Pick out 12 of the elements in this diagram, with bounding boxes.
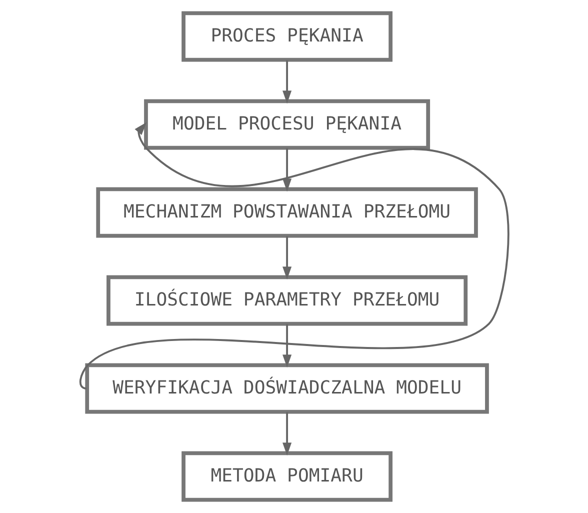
arrow [282, 148, 292, 192]
node-box: ILOŚCIOWE PARAMETRY PRZEŁOMU [106, 275, 468, 326]
node-box: WERYFIKACJA DOŚWIADCZALNA MODELU [84, 363, 488, 414]
node-box: METODA POMIARU [181, 451, 392, 502]
arrow [78, 122, 509, 390]
node-box: MECHANIZM POWSTAWANIA PRZEŁOMU [96, 187, 478, 238]
arrow [282, 412, 292, 456]
arrow [282, 236, 292, 280]
arrow [282, 324, 292, 368]
node-box: MODEL PROCESU PĘKANIA [144, 99, 430, 150]
node-box: PROCES PĘKANIA [181, 11, 392, 62]
arrow [282, 60, 292, 104]
